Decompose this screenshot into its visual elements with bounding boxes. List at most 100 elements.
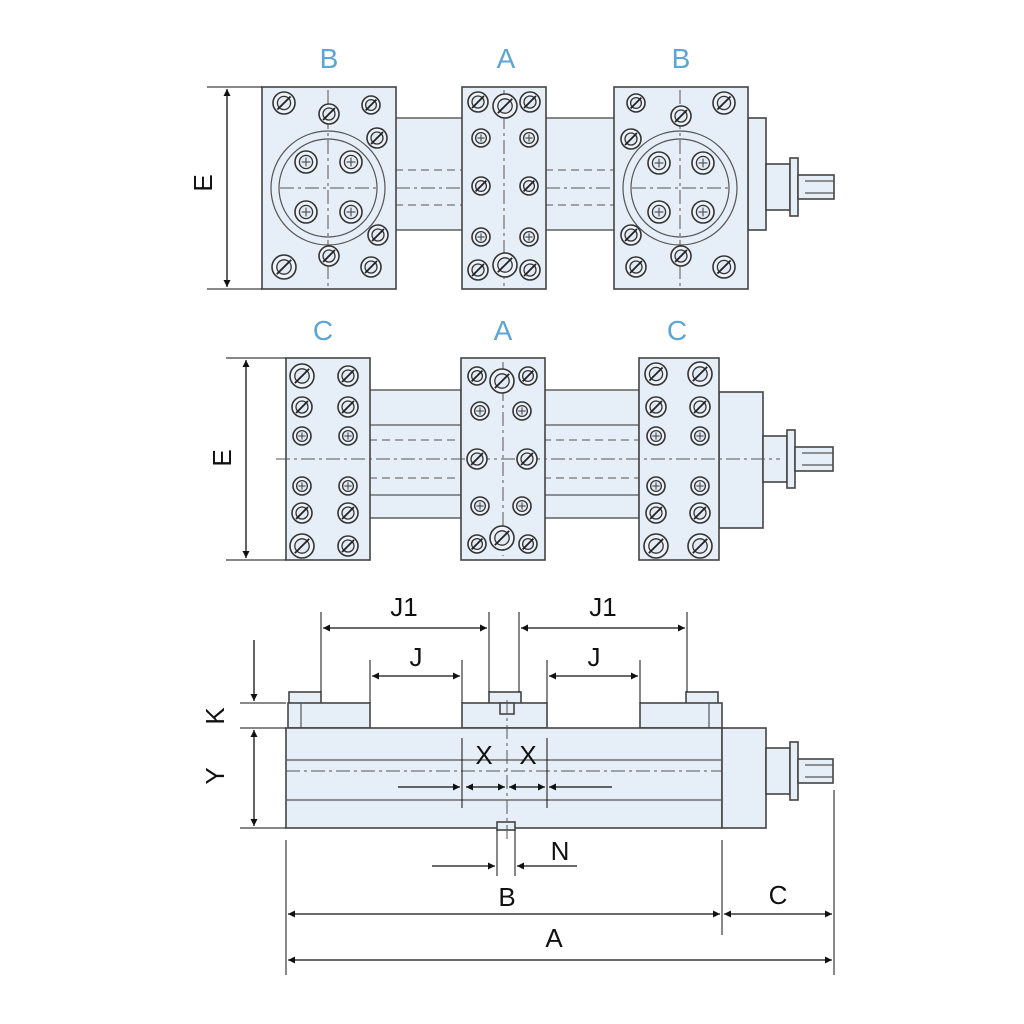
bolt-head-icon <box>620 224 642 246</box>
jaw-label-a-top: A <box>497 43 516 74</box>
bolt-head-icon <box>620 128 642 150</box>
bolt-head-icon <box>647 151 671 175</box>
bolt-head-icon <box>643 533 669 559</box>
side-spindle-shaft <box>797 758 834 784</box>
bolt-head-icon <box>337 396 359 418</box>
bolt-head-icon <box>292 426 312 446</box>
bolt-head-icon <box>519 91 541 113</box>
rail2-right <box>542 389 640 519</box>
dim-label-j1-right: J1 <box>589 592 616 622</box>
bolt-head-icon <box>691 151 715 175</box>
end-plate <box>747 117 767 231</box>
dim-label-j-right: J <box>588 642 601 672</box>
side-spindle-housing <box>765 747 791 795</box>
rail-right <box>544 117 616 231</box>
bolt-head-icon <box>518 534 538 554</box>
bolt-head-icon <box>271 254 297 280</box>
bolt-head-icon <box>467 366 487 386</box>
end-block-2 <box>718 391 764 529</box>
bolt-head-icon <box>337 502 359 524</box>
bolt-head-icon <box>272 91 296 115</box>
bolt-head-icon <box>367 224 389 246</box>
bolt-head-icon <box>492 93 518 119</box>
bolt-head-icon <box>289 533 315 559</box>
bolt-head-icon <box>339 200 363 224</box>
bolt-head-icon <box>626 93 646 113</box>
bolt-head-icon <box>471 176 491 196</box>
bolt-head-icon <box>519 227 539 247</box>
bolt-head-icon <box>360 256 382 278</box>
top-view-1: B A B E <box>188 43 835 290</box>
bolt-head-icon <box>291 502 313 524</box>
bolt-head-icon <box>518 366 538 386</box>
bolt-head-icon <box>470 401 490 421</box>
spindle-flange-2 <box>786 429 796 489</box>
bolt-head-icon <box>337 535 359 557</box>
bolt-head-icon <box>690 426 710 446</box>
jaw-label-a-middle: A <box>494 315 513 346</box>
bolt-head-icon <box>691 200 715 224</box>
bolt-head-icon <box>292 476 312 496</box>
dim-label-j1-left: J1 <box>390 592 417 622</box>
top-view-2: C A C E <box>207 315 834 561</box>
bolt-head-icon <box>294 200 318 224</box>
bolt-head-icon <box>291 396 313 418</box>
bolt-head-icon <box>318 245 340 267</box>
dim-label-j-left: J <box>410 642 423 672</box>
bolt-group-top-view-1 <box>271 91 736 281</box>
bolt-head-icon <box>361 95 381 115</box>
bolt-head-icon <box>470 496 490 516</box>
bolt-head-icon <box>519 259 541 281</box>
dim-label-k: K <box>200 707 230 725</box>
bolt-head-icon <box>519 128 539 148</box>
bolt-head-icon <box>318 103 340 125</box>
bolt-head-icon <box>339 150 363 174</box>
dim-label-x-right: X <box>519 740 536 770</box>
dim-label-y: Y <box>200 767 230 784</box>
spindle-flange <box>789 157 799 217</box>
spindle-shaft-2 <box>794 446 834 472</box>
bolt-head-icon <box>467 259 489 281</box>
bolt-head-icon <box>712 255 736 279</box>
bolt-head-icon <box>467 534 487 554</box>
side-jaw-left <box>287 702 371 729</box>
bolt-head-icon <box>644 362 668 386</box>
bolt-head-icon <box>646 476 666 496</box>
bolt-head-icon <box>338 426 358 446</box>
vise-body <box>285 727 723 829</box>
bolt-head-icon <box>489 525 515 551</box>
bolt-head-icon <box>471 128 491 148</box>
dim-label-n: N <box>551 836 570 866</box>
dim-label-e-top: E <box>188 174 218 191</box>
bolt-head-icon <box>516 448 538 470</box>
bolt-head-icon <box>289 363 315 389</box>
bolt-head-icon <box>687 533 713 559</box>
rail-left <box>394 117 466 231</box>
side-view: J1 J1 J J K Y X X N B <box>200 592 835 975</box>
jaw-label-c-right: C <box>667 315 687 346</box>
dim-label-b: B <box>498 882 515 912</box>
side-spindle-flange <box>789 741 799 801</box>
jaw-label-c-left: C <box>313 315 333 346</box>
dim-label-c: C <box>769 880 788 910</box>
bolt-head-icon <box>645 396 667 418</box>
bolt-head-icon <box>689 502 711 524</box>
bolt-head-icon <box>337 365 359 387</box>
key-slot <box>496 821 516 831</box>
bolt-head-icon <box>512 401 532 421</box>
spindle-shaft <box>797 174 835 200</box>
bolt-head-icon <box>712 91 736 115</box>
bolt-head-icon <box>467 91 489 113</box>
bolt-head-icon <box>294 150 318 174</box>
bolt-head-icon <box>689 396 711 418</box>
rail2-left <box>368 389 462 519</box>
bolt-head-icon <box>625 256 647 278</box>
bolt-head-icon <box>519 176 539 196</box>
bolt-head-icon <box>647 200 671 224</box>
bolt-head-icon <box>466 448 488 470</box>
dim-label-e-middle: E <box>207 449 237 466</box>
bolt-group-top-view-2 <box>289 361 713 559</box>
bolt-head-icon <box>338 476 358 496</box>
